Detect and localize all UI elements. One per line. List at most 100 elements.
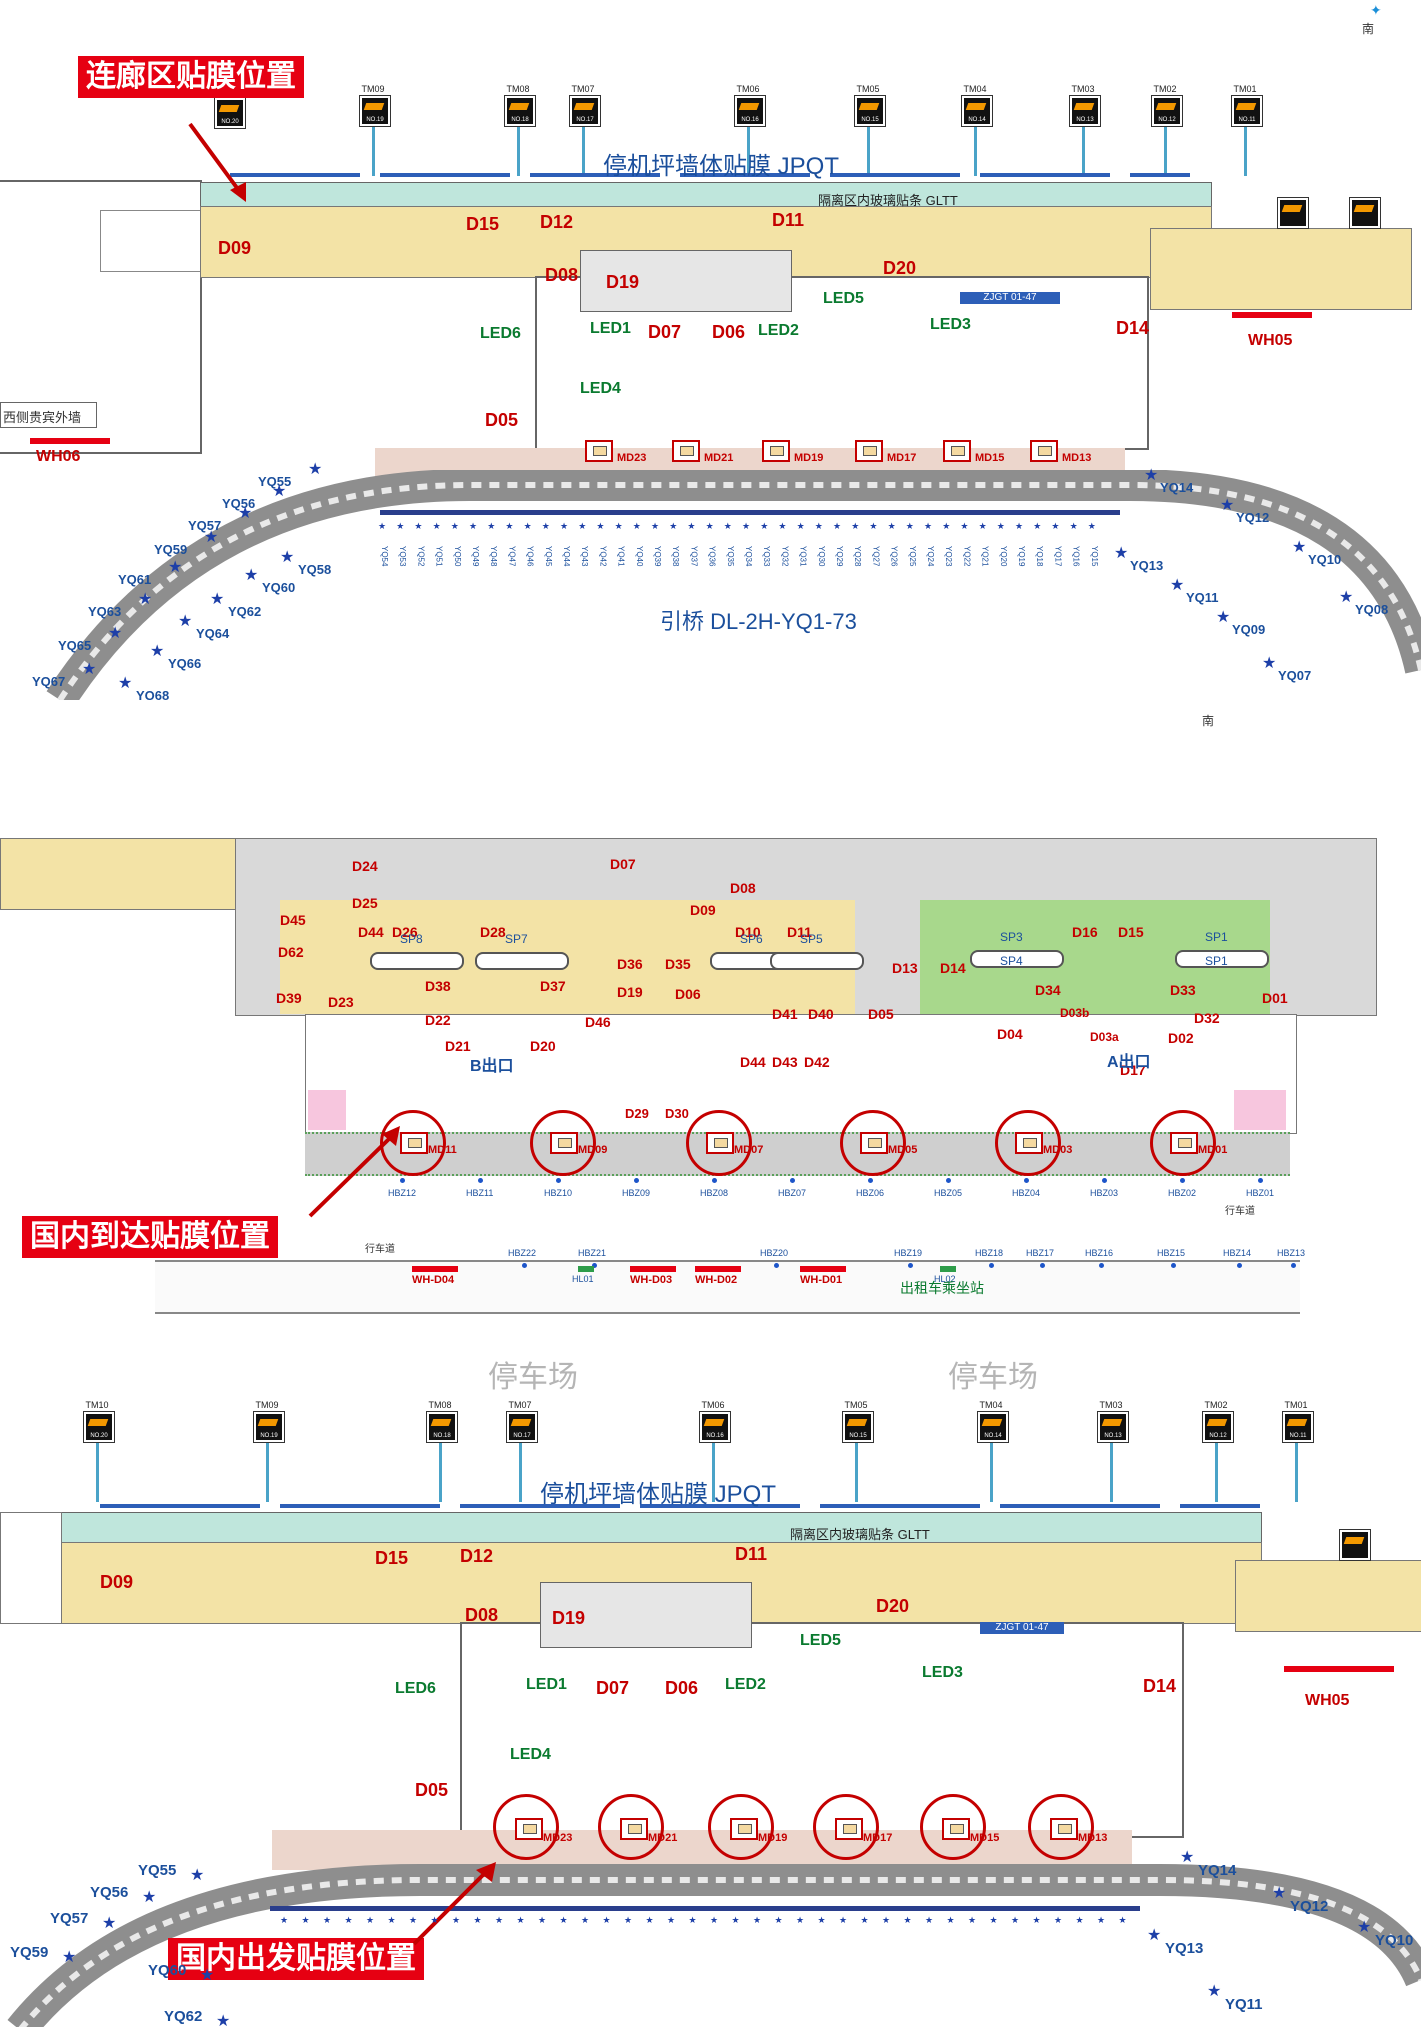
west-wall-label: 西侧贵宾外墙 <box>3 410 82 425</box>
yq-star-icon: ★ <box>669 521 678 531</box>
yq-star-icon: ★ <box>469 521 478 531</box>
gate-stem <box>581 126 585 176</box>
gate-no20 <box>214 96 246 129</box>
code-d33: D33 <box>1170 982 1196 998</box>
b-yq-right-label: YQ11 <box>1225 1996 1263 2013</box>
yq-star-icon: ★ <box>903 1915 912 1925</box>
sp-label: SP1 <box>1205 954 1228 968</box>
gate-tm-label: TM08 <box>428 1400 452 1410</box>
yq-star-icon: ★ <box>1292 539 1307 556</box>
highlight-circle <box>493 1794 559 1860</box>
gate-stem <box>265 1442 269 1502</box>
yq-column-label: YQ31 <box>798 546 808 567</box>
code-d14: D14 <box>1116 318 1150 338</box>
code-d45: D45 <box>280 912 306 928</box>
gate-stem <box>866 126 870 176</box>
departure-film-label: 国内出发贴膜位置 <box>168 1938 424 1980</box>
arrival-arrow <box>308 1126 400 1218</box>
hbz-dot <box>774 1263 779 1268</box>
hl-bar <box>940 1266 956 1272</box>
yq-column-label: YQ52 <box>416 546 426 567</box>
wh06-label: WH06 <box>36 448 81 465</box>
compass-icon: ✦ <box>1370 2 1382 18</box>
gate-stem <box>1294 1442 1298 1502</box>
md-label: MD11 <box>428 1144 457 1156</box>
yq-column-label: YQ25 <box>907 546 917 567</box>
yq-star-icon: ★ <box>216 2013 231 2027</box>
hbz-label: HBZ07 <box>778 1188 807 1198</box>
yq-column-label: YQ40 <box>634 546 644 567</box>
plane-icon <box>569 95 601 127</box>
code-d02: D02 <box>1168 1030 1194 1046</box>
yq-column-label: YQ27 <box>871 546 881 567</box>
code-d20: D20 <box>883 258 917 278</box>
plane-icon <box>1349 197 1381 229</box>
yq-star-icon: ★ <box>450 521 459 531</box>
corridor-arrow <box>188 122 246 202</box>
code-d35: D35 <box>665 956 691 972</box>
highlight-circle <box>1150 1110 1216 1176</box>
arrival-pink-left <box>308 1090 346 1130</box>
yq-left-label: YQ67 <box>32 674 66 689</box>
bottom-apron-title: 停机坪墙体贴膜 JPQT <box>540 1481 777 1508</box>
code-d07: D07 <box>648 322 682 342</box>
yq-right-label: YQ12 <box>1236 510 1270 525</box>
yq-column-label: YQ21 <box>980 546 990 567</box>
plane-icon <box>734 95 766 127</box>
wh-label: WH-D01 <box>800 1274 843 1286</box>
b-yq-left-label: YQ56 <box>90 1884 129 1901</box>
yq-star-icon: ★ <box>1069 521 1078 531</box>
yq-star-icon: ★ <box>538 1915 547 1925</box>
yq-star-icon: ★ <box>1220 497 1235 514</box>
yq-column-label: YQ44 <box>562 546 571 567</box>
yq-right-label: YQ11 <box>1186 590 1219 605</box>
b-code-d09: D09 <box>100 1572 134 1592</box>
hbz-label: HBZ14 <box>1223 1248 1252 1258</box>
hbz-dot <box>522 1263 527 1268</box>
yq-star-icon: ★ <box>645 1915 654 1925</box>
yq-column-label: YQ36 <box>707 546 717 567</box>
code-d11: D11 <box>772 210 805 230</box>
md-gate <box>943 440 971 462</box>
wh-label: WH-D04 <box>412 1274 455 1286</box>
yq-star-icon: ★ <box>344 1915 353 1925</box>
gate-tm05: TM05 <box>854 84 886 176</box>
md-gate <box>706 1132 734 1154</box>
yq-star-icon: ★ <box>495 1915 504 1925</box>
md-label: MD17 <box>887 452 917 464</box>
yq-star-icon: ★ <box>505 521 514 531</box>
gate-stem <box>973 126 977 176</box>
gate-tm04: TM04 <box>961 84 993 176</box>
yq-star-icon: ★ <box>651 521 660 531</box>
yq-star-icon: ★ <box>452 1915 461 1925</box>
yq-star-icon: ★ <box>905 521 914 531</box>
plane-icon <box>1339 1529 1371 1561</box>
baggage-carousel <box>770 952 864 970</box>
bottom-glass-title: 隔离区内玻璃贴条 GLTT <box>790 1527 930 1542</box>
arrival-left-block <box>0 838 237 910</box>
top-map-panel: 南 ✦ TM09TM08TM07TM06TM05TM04TM03TM02TM01… <box>0 0 1421 700</box>
md-gate <box>1050 1818 1078 1840</box>
yq-star-icon: ★ <box>108 625 123 642</box>
gate-tm08: TM08 <box>504 84 536 176</box>
yq-star-icon: ★ <box>887 521 896 531</box>
gate-tm-label: TM03 <box>1099 1400 1123 1410</box>
yq-column-label: YQ54 <box>380 546 389 567</box>
gate-tm09: TM09 <box>253 1400 285 1502</box>
yq-column-label: YQ26 <box>889 546 899 567</box>
yq-column-label: YQ34 <box>744 546 753 567</box>
baggage-carousel <box>1175 950 1269 968</box>
yq-star-icon: ★ <box>667 1915 676 1925</box>
code-d21: D21 <box>445 1038 471 1054</box>
yq-star-icon: ★ <box>301 1915 310 1925</box>
wh-label: WH-D02 <box>695 1274 738 1286</box>
code-d28: D28 <box>480 924 506 940</box>
yq-left-label: YQ60 <box>262 580 296 595</box>
yq-star-icon: ★ <box>1144 467 1159 484</box>
code-d16: D16 <box>1072 924 1098 940</box>
yq-star-icon: ★ <box>1170 577 1185 594</box>
yq-star-icon: ★ <box>578 521 587 531</box>
b-code-d08: D08 <box>465 1605 499 1625</box>
b-code-d19: D19 <box>552 1608 586 1628</box>
code-d15-arr: D15 <box>1118 924 1144 940</box>
